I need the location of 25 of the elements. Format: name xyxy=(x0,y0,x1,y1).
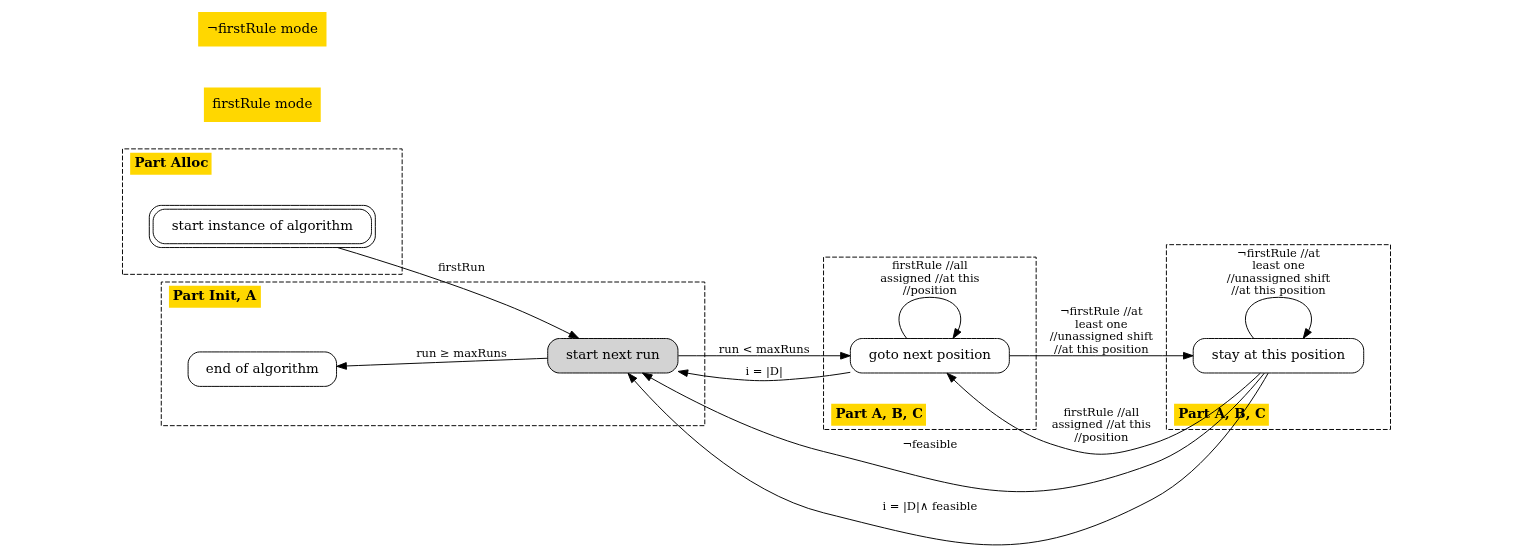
edge-label: firstRule //all assigned //at this //position xyxy=(880,258,980,298)
arrow xyxy=(677,369,851,382)
node-box: end of algorithm xyxy=(187,351,338,387)
arrow xyxy=(337,247,580,339)
edge-label: run ≥ maxRuns xyxy=(416,346,507,361)
arrow xyxy=(641,372,1265,493)
edge-label: ¬firstRule //at least one //unassigned shift //at this position xyxy=(1226,245,1331,298)
arrow xyxy=(336,357,549,370)
arrow xyxy=(1009,351,1194,360)
node-box: start next run xyxy=(547,338,679,374)
edge-label: i = |D|∧ feasible xyxy=(882,498,978,513)
arrow xyxy=(898,296,962,339)
edge-label: i = |D| xyxy=(745,363,783,378)
arrow xyxy=(677,351,851,360)
node-box: stay at this position xyxy=(1192,338,1365,374)
label: firstRule mode xyxy=(212,96,313,112)
arrow xyxy=(1244,296,1312,339)
label: ¬firstRule mode xyxy=(206,20,318,36)
edge-label: firstRun xyxy=(437,260,486,275)
edge-label: run < maxRuns xyxy=(718,341,810,356)
edge-label: ¬feasible xyxy=(902,437,958,452)
arrow xyxy=(946,372,1261,455)
node-box: goto next position xyxy=(849,338,1010,374)
edge-label: firstRule //all assigned //at this //position xyxy=(1051,404,1151,444)
edge-label: ¬firstRule //at least one //unassigned shift //at this position xyxy=(1049,304,1153,356)
